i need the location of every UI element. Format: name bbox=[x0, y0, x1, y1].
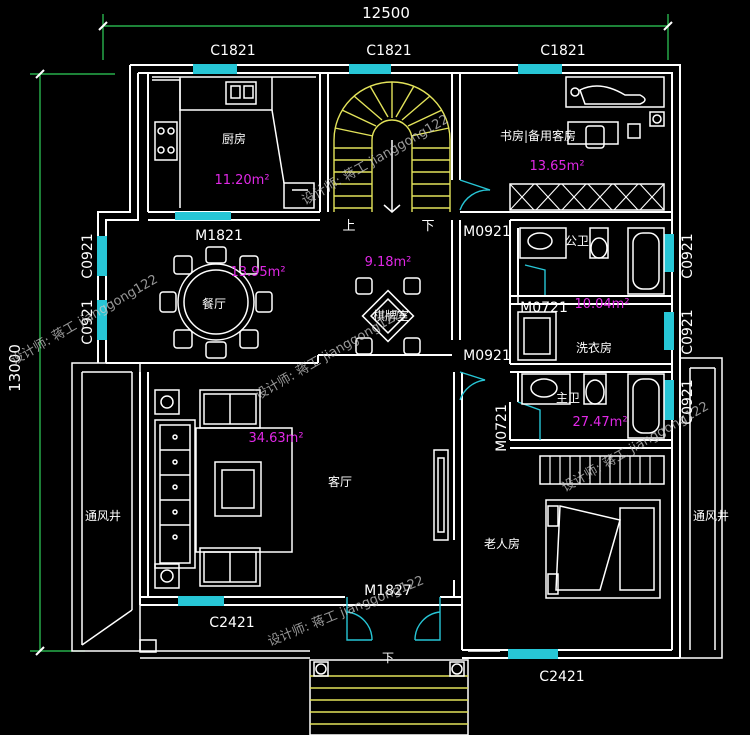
vent-right-label: 通风井 bbox=[693, 509, 729, 523]
window-label-top-left: C1821 bbox=[210, 43, 255, 59]
laundry-fixtures bbox=[517, 311, 557, 361]
study-label: 书房|备用客房 bbox=[500, 128, 576, 143]
window-label-top-right: C1821 bbox=[540, 43, 585, 59]
dimension-lines bbox=[30, 14, 669, 652]
door-label-laundry: M0921 bbox=[463, 348, 511, 364]
entry-down-label: 下 bbox=[382, 651, 394, 665]
door-label-dining: M1821 bbox=[195, 228, 243, 244]
dim-width-label: 12500 bbox=[362, 4, 410, 22]
master-bath-area: 27.47m² bbox=[572, 415, 627, 430]
elder-label: 老人房 bbox=[484, 536, 520, 551]
vent-shaft-left bbox=[71, 362, 157, 653]
elder-room-furniture bbox=[539, 455, 665, 599]
stair-up-label: 上 bbox=[342, 219, 355, 234]
chess-area: 9.18m² bbox=[365, 255, 412, 270]
door-label-public-bath: M0721 bbox=[520, 300, 568, 316]
window-label-top-mid: C1821 bbox=[366, 43, 411, 59]
door-label-study: M0921 bbox=[463, 224, 511, 240]
public-bath-label: 公卫 bbox=[565, 234, 589, 248]
window-label-left-lower: C0921 bbox=[80, 299, 96, 344]
living-room-sofa bbox=[154, 389, 293, 589]
watermark-1: 设计师: 蒋工 jianggong122 bbox=[9, 272, 161, 368]
staircase bbox=[333, 81, 451, 212]
window-label-right-upper: C0921 bbox=[680, 233, 696, 278]
chess-label: 棋牌室 bbox=[373, 308, 409, 323]
window-label-right-mid: C0921 bbox=[680, 309, 696, 354]
public-bath-fixtures bbox=[517, 227, 665, 304]
dining-area: 13.95m² bbox=[230, 265, 285, 280]
master-bath-fixtures bbox=[521, 373, 665, 439]
entry-steps bbox=[140, 650, 500, 735]
window-label-right-lower: C0921 bbox=[680, 379, 696, 424]
kitchen-label: 厨房 bbox=[222, 131, 246, 146]
public-bath-area: 10.04m² bbox=[574, 297, 629, 312]
dining-label: 餐厅 bbox=[202, 296, 226, 311]
kitchen-area: 11.20m² bbox=[214, 173, 269, 188]
window-label-left-upper: C0921 bbox=[80, 233, 96, 278]
study-area: 13.65m² bbox=[529, 159, 584, 174]
kitchen-fixtures bbox=[152, 76, 316, 209]
windows bbox=[97, 64, 674, 659]
doors bbox=[346, 179, 546, 641]
chess-table bbox=[355, 277, 421, 355]
living-area: 34.63m² bbox=[248, 431, 303, 446]
door-label-entry: M1827 bbox=[364, 583, 412, 599]
laundry-label: 洗衣房 bbox=[576, 340, 612, 355]
vent-left-label: 通风井 bbox=[85, 509, 121, 523]
window-label-bottom-right: C2421 bbox=[539, 669, 584, 685]
stair-arrow bbox=[383, 140, 401, 213]
study-furniture bbox=[509, 76, 665, 211]
master-bath-label: 主卫 bbox=[556, 391, 580, 405]
vent-shaft-right bbox=[679, 357, 723, 659]
door-label-master-bath: M0721 bbox=[494, 404, 510, 452]
dining-table bbox=[159, 246, 273, 359]
stair-down-label: 下 bbox=[421, 219, 434, 234]
living-label: 客厅 bbox=[328, 474, 352, 489]
window-label-bottom-left: C2421 bbox=[209, 615, 254, 631]
watermark-5: 设计师: 蒋工 jianggong122 bbox=[266, 573, 426, 649]
dim-height-label: 13000 bbox=[6, 344, 24, 392]
tv-cabinet bbox=[433, 449, 449, 541]
